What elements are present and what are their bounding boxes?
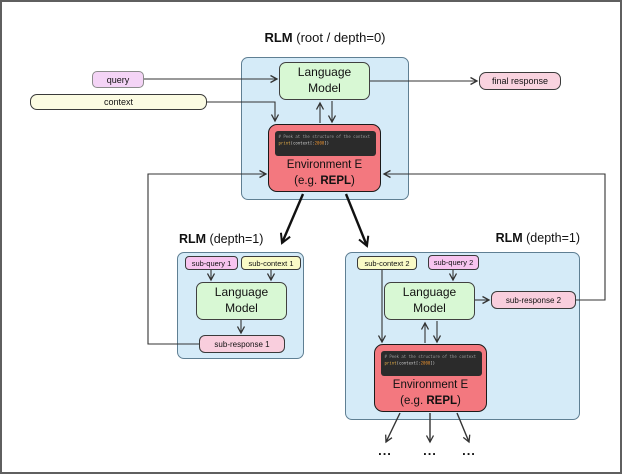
recursion-ellipsis-2: ... — [423, 443, 437, 458]
root-env-code-text: # Peek at the structure of the context p… — [275, 131, 376, 150]
root-code-line: print(context[:2000]) — [279, 140, 373, 146]
arrow-env-spawn-left-child — [279, 193, 305, 245]
right-code-comment: # Peek at the structure of the context — [384, 354, 477, 360]
left-child-language-model-box: Language Model — [196, 282, 287, 320]
root-lm-label-line2: Model — [308, 81, 341, 95]
right-env-sub-suffix: ) — [457, 394, 461, 407]
right-env-sub-prefix: (e.g. — [400, 394, 427, 407]
root-env-sub-suffix: ) — [351, 174, 355, 187]
left-lm-label-line2: Model — [225, 301, 258, 315]
right-env-code-snippet: # Peek at the structure of the context p… — [381, 351, 482, 376]
root-code-fn: print — [278, 140, 291, 146]
root-code-num: 2000 — [314, 140, 325, 146]
right-env-title: Environment E — [392, 379, 469, 391]
root-language-model-box: Language Model — [279, 62, 370, 100]
right-code-arg-open: (context[: — [396, 360, 421, 366]
root-env-subtitle: (e.g. REPL) — [269, 174, 380, 190]
right-code-line: print(context[:2000]) — [385, 360, 479, 366]
right-child-title-rest: (depth=1) — [522, 231, 580, 245]
left-lm-label-line1: Language — [214, 285, 269, 300]
root-rlm-title-rest: (root / depth=0) — [292, 30, 386, 45]
context-input-box: context — [30, 94, 207, 110]
root-env-code-snippet: # Peek at the structure of the context p… — [275, 131, 376, 156]
right-lm-label-line1: Language — [402, 285, 457, 300]
query-input-box: query — [92, 71, 144, 88]
root-code-arg-close: ]) — [324, 140, 330, 146]
root-code-comment: # Peek at the structure of the context — [278, 134, 371, 140]
right-code-fn: print — [384, 360, 397, 366]
root-env-sub-prefix: (e.g. — [294, 174, 321, 187]
right-child-language-model-box: Language Model — [384, 282, 475, 320]
right-child-title-bold: RLM — [495, 231, 523, 245]
right-child-rlm-title: RLM (depth=1) — [402, 231, 580, 245]
root-code-arg-open: (context[: — [290, 140, 315, 146]
root-environment-box: # Peek at the structure of the context p… — [268, 124, 381, 192]
right-env-code-text: # Peek at the structure of the context p… — [381, 351, 482, 370]
final-response-box: final response — [479, 72, 561, 90]
root-env-label: Environment E (e.g. REPL) — [269, 158, 380, 189]
sub-query-1-box: sub-query 1 — [185, 256, 238, 270]
sub-context-2-box: sub-context 2 — [357, 256, 417, 270]
arrow-env-spawn-right-child — [344, 193, 370, 248]
sub-response-2-box: sub-response 2 — [491, 291, 576, 309]
root-env-sub-bold: REPL — [320, 174, 352, 187]
right-child-environment-box: # Peek at the structure of the context p… — [374, 344, 487, 412]
sub-response-1-box: sub-response 1 — [199, 335, 285, 353]
root-rlm-title: RLM (root / depth=0) — [241, 30, 409, 45]
right-code-num: 2000 — [420, 360, 431, 366]
recursion-ellipsis-1: ... — [378, 443, 392, 458]
root-rlm-title-bold: RLM — [264, 30, 293, 45]
right-env-label: Environment E (e.g. REPL) — [375, 378, 486, 409]
left-child-title-bold: RLM — [179, 232, 207, 246]
left-child-title-rest: (depth=1) — [206, 232, 264, 246]
sub-query-2-box: sub-query 2 — [428, 255, 479, 270]
root-env-title: Environment E — [286, 159, 363, 171]
sub-context-1-box: sub-context 1 — [241, 256, 301, 270]
right-code-arg-close: ]) — [430, 360, 436, 366]
right-env-sub-bold: REPL — [426, 394, 458, 407]
root-lm-label-line1: Language — [297, 65, 352, 80]
left-child-rlm-title: RLM (depth=1) — [179, 232, 263, 246]
recursion-ellipsis-3: ... — [462, 443, 476, 458]
right-env-subtitle: (e.g. REPL) — [375, 394, 486, 410]
right-lm-label-line2: Model — [413, 301, 446, 315]
